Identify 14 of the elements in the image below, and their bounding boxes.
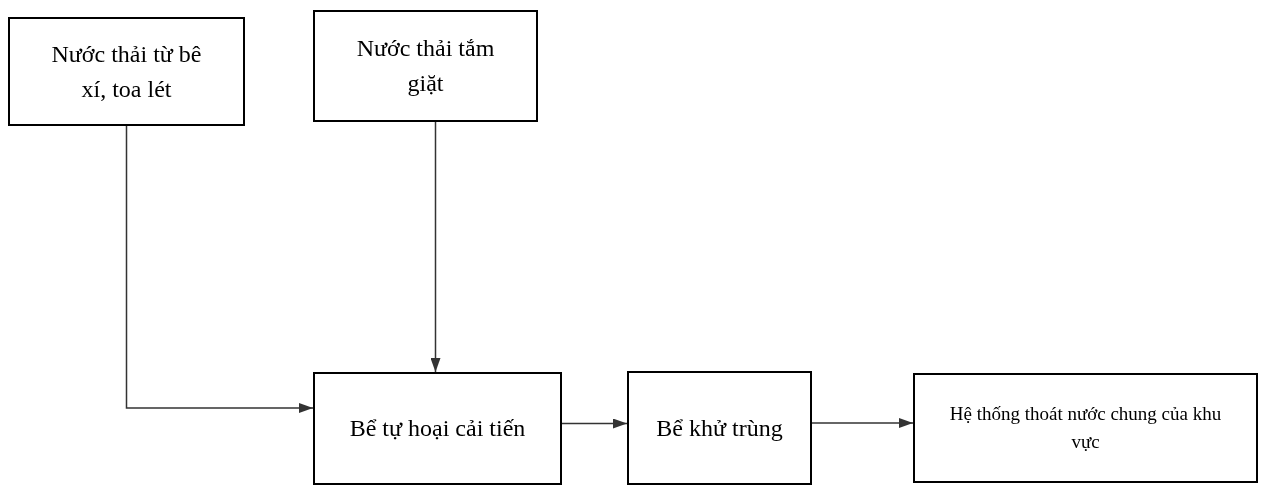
box-label: Bể khử trùng bbox=[656, 413, 783, 443]
process-box bbox=[313, 372, 562, 485]
arrow bbox=[125, 125, 314, 413]
box-label: Hệ thống thoát nước chung của khu vực bbox=[948, 402, 1223, 454]
arrow bbox=[430, 121, 441, 373]
process-box bbox=[627, 371, 812, 485]
arrow bbox=[561, 418, 628, 429]
process-box bbox=[313, 10, 538, 122]
box-label: Bể tự hoại cải tiến bbox=[349, 414, 526, 444]
box-label: Nước thải tắm giặt bbox=[355, 34, 496, 98]
process-box bbox=[8, 17, 245, 126]
process-box bbox=[913, 373, 1258, 483]
box-label: Nước thải từ bê xí, toa lét bbox=[50, 39, 203, 104]
arrow bbox=[811, 418, 914, 428]
